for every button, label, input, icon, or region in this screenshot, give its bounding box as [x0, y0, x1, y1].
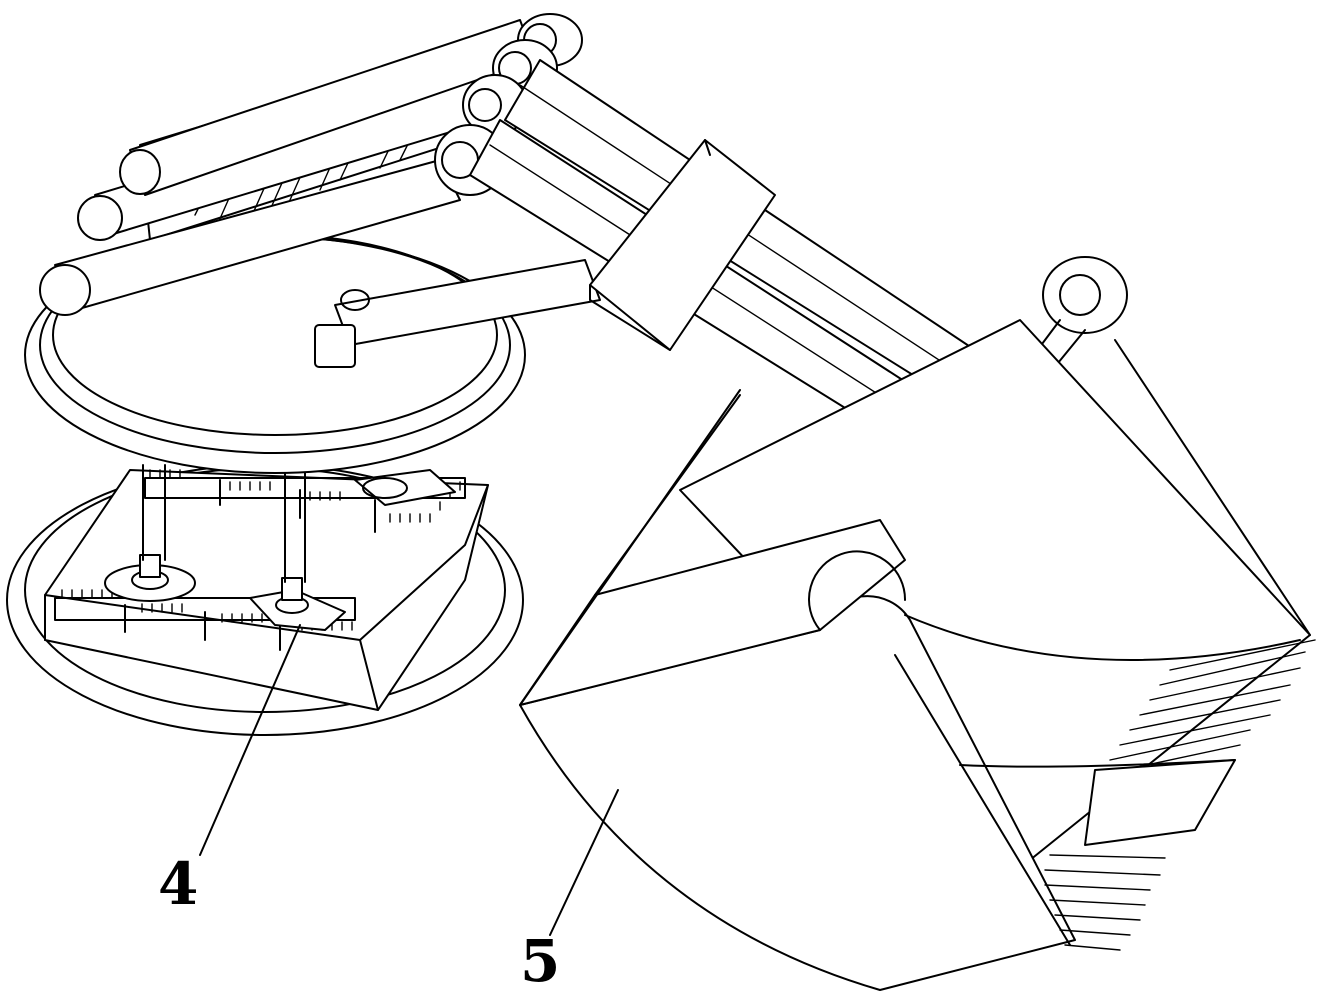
leader-line-5 [549, 789, 619, 936]
leader-line-4 [199, 624, 301, 856]
bucket-teeth-upper [1099, 639, 1316, 776]
gear-right [249, 577, 346, 631]
part-label-4: 4 [158, 850, 199, 918]
boom-rod-lower [39, 159, 461, 316]
turntable-cylinder [314, 259, 601, 368]
rack-gear-assembly [44, 464, 489, 711]
gear-left [104, 554, 196, 602]
bucket [519, 319, 1316, 991]
bucket-teeth-lower [1044, 854, 1166, 951]
gear-back [354, 469, 456, 506]
arm-sleeve-block [589, 139, 776, 351]
part-label-5: 5 [520, 927, 561, 995]
hinge-roller-bucket-1 [1042, 256, 1128, 334]
